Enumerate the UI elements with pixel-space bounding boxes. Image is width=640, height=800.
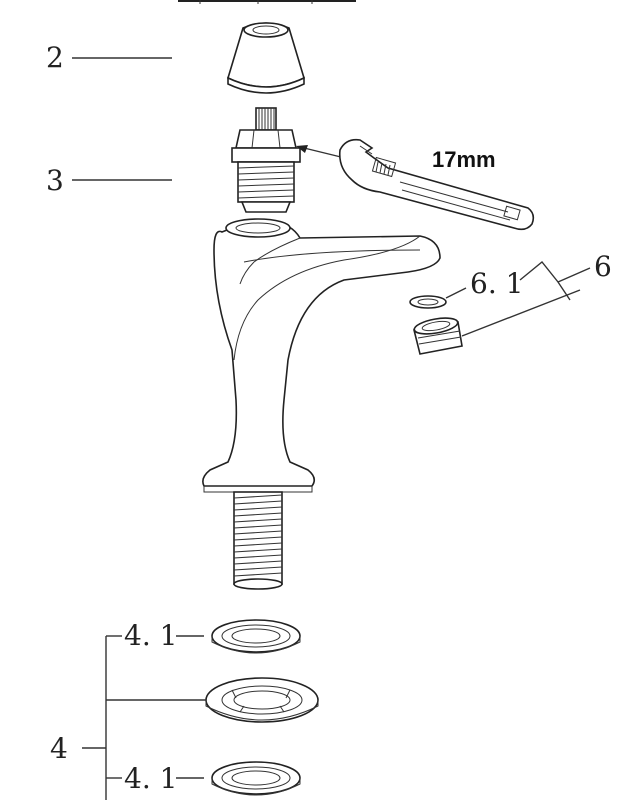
handle-cap <box>227 22 305 94</box>
washer-top <box>211 619 301 654</box>
leader-line-6-1 <box>445 287 467 299</box>
washer-middle <box>205 677 319 723</box>
arrow-indicator <box>296 145 346 159</box>
label-part-4-1-top: 4. 1 <box>124 619 177 652</box>
aerator-washer <box>409 295 447 309</box>
label-part-4-1-bottom: 4. 1 <box>124 762 177 795</box>
label-part-6: 6 <box>594 250 612 283</box>
header-rule <box>178 0 356 4</box>
label-part-2: 2 <box>46 41 64 74</box>
leader-line-aerator <box>461 289 581 337</box>
washer-bottom <box>211 761 301 796</box>
tap-body <box>202 218 441 493</box>
label-part-4: 4 <box>50 732 68 765</box>
adjustable-wrench <box>338 138 535 231</box>
label-part-3: 3 <box>46 164 64 197</box>
aerator <box>413 317 463 355</box>
threaded-shank <box>233 491 283 590</box>
label-part-6-1: 6. 1 <box>470 267 523 300</box>
bracket-4 <box>82 635 206 800</box>
cartridge <box>231 107 301 213</box>
label-wrench-size: 17mm <box>432 147 496 172</box>
bracket-6 <box>519 261 591 301</box>
